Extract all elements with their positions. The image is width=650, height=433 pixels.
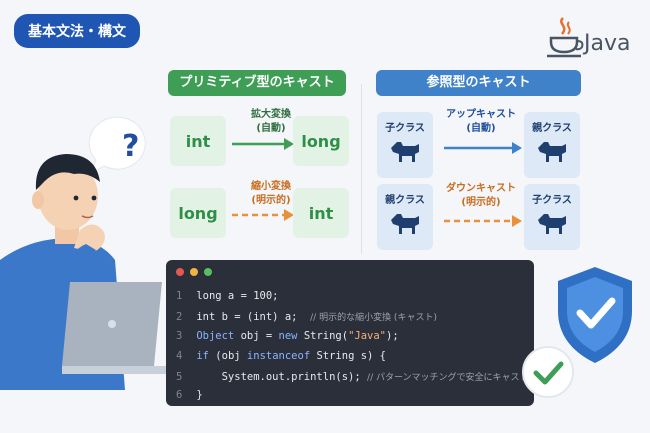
widening-arrow — [232, 138, 294, 150]
downcast-arrow — [444, 215, 522, 227]
window-close-dot — [176, 268, 184, 276]
parent-class-source-box: 親クラス — [377, 184, 433, 250]
downcast-label: ダウンキャスト(明示的) — [446, 183, 516, 208]
upcast-label: アップキャスト(自動) — [446, 109, 516, 134]
upcast-arrow — [444, 142, 522, 154]
code-line-2: 2 int b = (int) a; // 明示的な縮小変換 (キャスト) — [176, 311, 437, 323]
code-line-5: 5 System.out.println(s); // パターンマッチングで安全… — [176, 371, 529, 383]
code-editor-panel — [166, 260, 534, 406]
window-minimize-dot — [190, 268, 198, 276]
code-line-1: 1 long a = 100; — [176, 290, 279, 302]
reference-cast-header: 参照型のキャスト — [376, 70, 581, 96]
dog-icon — [391, 214, 419, 234]
widening-label: 拡大変換(自動) — [251, 109, 291, 134]
laptop-icon — [62, 282, 166, 374]
primitive-long-box: long — [293, 116, 349, 166]
code-line-4: 4 if (obj instanceof String s) { — [176, 350, 386, 362]
dog-icon — [391, 142, 419, 162]
dog-icon — [538, 142, 566, 162]
category-badge: 基本文法・構文 — [14, 14, 140, 48]
narrowing-arrow — [232, 209, 294, 221]
window-maximize-dot — [204, 268, 212, 276]
primitive-cast-header: プリミティブ型のキャスト — [168, 70, 346, 96]
child-class-box: 子クラス — [377, 112, 433, 178]
dog-icon — [538, 214, 566, 234]
code-line-6: 6 } — [176, 389, 203, 401]
shield-check-icon — [558, 267, 632, 363]
primitive-long-source-box: long — [170, 188, 226, 238]
child-class-target-box: 子クラス — [524, 184, 580, 250]
svg-text:?: ? — [122, 129, 139, 164]
check-circle-icon — [522, 346, 574, 398]
java-logo-text: Java — [584, 31, 631, 56]
primitive-int-target-box: int — [293, 188, 349, 238]
narrowing-label: 縮小変換(明示的) — [251, 181, 291, 206]
section-divider — [361, 84, 362, 254]
code-line-3: 3 Object obj = new String("Java"); — [176, 330, 399, 342]
coffee-cup-icon — [547, 17, 584, 58]
question-bubble-icon: ? — [88, 116, 146, 176]
primitive-int-box: int — [170, 116, 226, 166]
parent-class-box: 親クラス — [524, 112, 580, 178]
